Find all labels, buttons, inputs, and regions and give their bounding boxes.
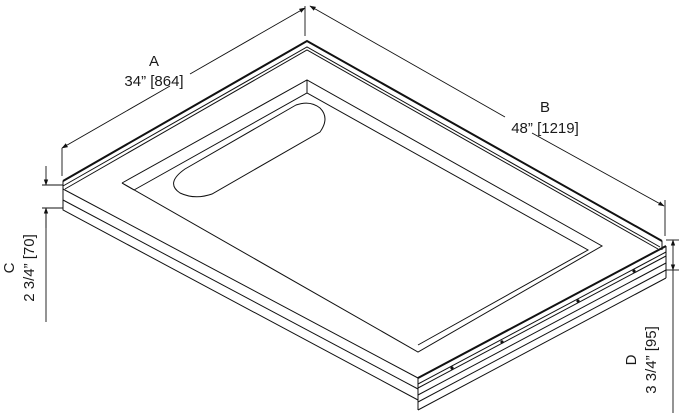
dimension-b: B 48” [1219] bbox=[309, 5, 666, 236]
dimension-a-value: 34” [864] bbox=[124, 73, 183, 90]
dimension-b-value: 48” [1219] bbox=[511, 120, 579, 137]
shower-base-body bbox=[62, 39, 667, 411]
dimension-c-value: 2 3/4” [70] bbox=[21, 234, 38, 302]
bench-seat-outline bbox=[173, 102, 326, 198]
dimension-a-letter: A bbox=[149, 53, 159, 70]
dimension-b-letter: B bbox=[540, 99, 550, 116]
dimension-d: D 3 3/4” [95] bbox=[623, 239, 679, 413]
dimension-c: C 2 3/4” [70] bbox=[1, 166, 63, 322]
dimension-d-letter: D bbox=[623, 354, 640, 365]
dimension-c-letter: C bbox=[1, 262, 18, 273]
dimension-a: A 34” [864] bbox=[61, 6, 306, 176]
shower-pan-recess bbox=[121, 79, 604, 353]
dimension-d-value: 3 3/4” [95] bbox=[643, 326, 660, 394]
